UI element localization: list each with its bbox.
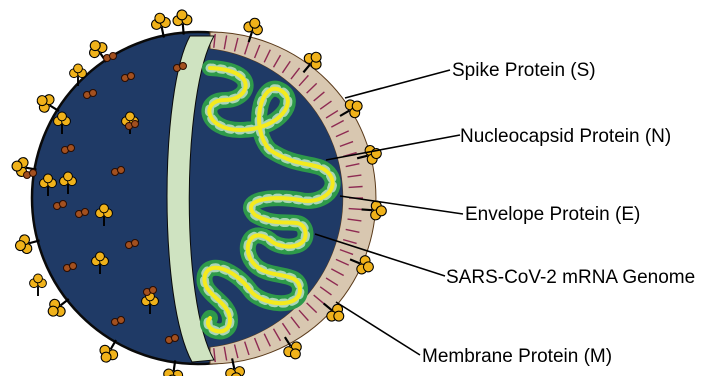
- label-membrane-protein: Membrane Protein (M): [422, 346, 612, 367]
- label-nucleocapsid-protein: Nucleocapsid Protein (N): [460, 126, 671, 147]
- leader-line-spike: [345, 70, 450, 98]
- lipid-stripe: [349, 186, 363, 187]
- lipid-stripe: [349, 209, 363, 210]
- label-spike-protein: Spike Protein (S): [452, 60, 596, 81]
- leader-line-membrane: [336, 302, 420, 355]
- spike-protein: [30, 274, 47, 296]
- label-genome: SARS-CoV-2 mRNA Genome: [446, 267, 695, 288]
- label-envelope-protein: Envelope Protein (E): [465, 204, 640, 225]
